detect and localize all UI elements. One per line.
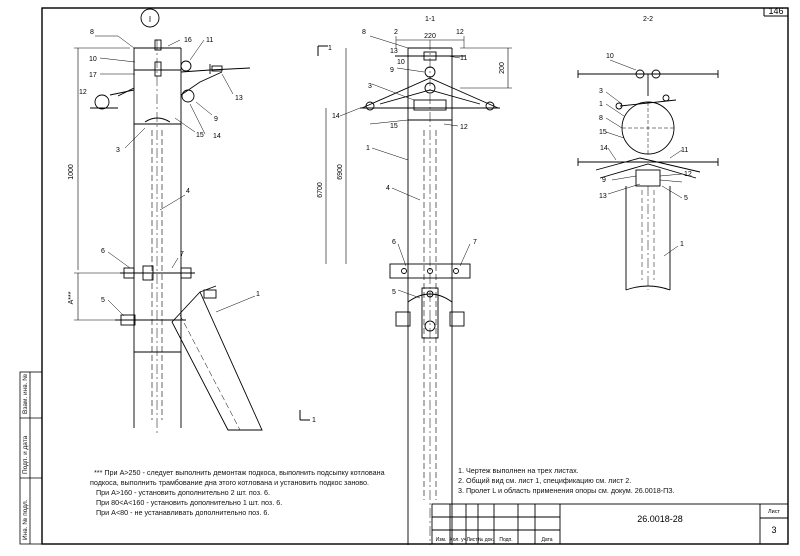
cut-mark-bottom: 1 — [312, 417, 316, 424]
col-data: Дата — [541, 537, 552, 543]
title-block — [431, 503, 789, 545]
stamp-podp-label: Подп. и дата — [22, 435, 29, 474]
v2-label: 8 — [362, 29, 366, 36]
v1-label: 13 — [235, 95, 243, 102]
dim-6700: 6700 — [317, 182, 324, 198]
view-2-labels: 8 2 12 13 11 9 3 10 14 15 12 1 4 6 7 5 — [332, 29, 477, 296]
v1-label: 17 — [89, 72, 97, 79]
note-line: При А>160 - установить дополнительно 2 ш… — [96, 488, 271, 497]
v3-label: 11 — [681, 147, 688, 154]
side-stamp — [19, 371, 43, 545]
v2-label: 6 — [392, 239, 396, 246]
v1-label: 10 — [89, 56, 97, 63]
section-title-1-1: 1-1 — [425, 16, 435, 23]
v1-label: 15 — [196, 132, 204, 139]
sheet-corner-number: 146 — [768, 6, 783, 16]
v1-label: 9 — [214, 116, 218, 123]
v2-label: 12 — [456, 29, 464, 36]
right-notes: 1. Чертеж выполнен на трех листах. 2. Об… — [458, 466, 675, 496]
stamp-inv-label: Инв. № подл. — [22, 499, 29, 541]
v3-label: 1 — [599, 101, 603, 108]
v1-label: 1 — [256, 291, 260, 298]
v1-label: 7 — [180, 251, 184, 258]
section-title-2-2: 2-2 — [643, 16, 653, 23]
view-3 — [577, 59, 719, 291]
v1-label: 11 — [206, 37, 213, 44]
note-line: При А<80 - не устанавливать дополнительн… — [96, 508, 270, 517]
title-block-columns: Изм. Кол. уч Лист № док. Подп. Дата — [436, 537, 553, 543]
dim-6900: 6900 — [337, 164, 344, 180]
col-list: Лист — [467, 537, 479, 543]
sheet-number: 3 — [771, 525, 776, 535]
v2-label: 9 — [390, 67, 394, 74]
sheet-frame — [41, 7, 789, 545]
v3-label: 5 — [684, 195, 688, 202]
view-1 — [74, 8, 263, 436]
note-line: подкоса, выполнить трамбование дна этого… — [90, 478, 370, 487]
sheet-label: Лист — [768, 509, 780, 515]
v2-label: 7 — [473, 239, 477, 246]
v3-label: 12 — [684, 171, 692, 178]
v2-label: 2 — [394, 29, 398, 36]
v2-label: 14 — [332, 113, 340, 120]
note-line: При 80<А<160 - установить дополнительно … — [96, 498, 283, 507]
v2-label: 3 — [368, 83, 372, 90]
v1-label: 16 — [184, 37, 192, 44]
cut-marks — [299, 45, 328, 421]
col-doc: № док. — [478, 537, 494, 543]
v3-label: 10 — [606, 53, 614, 60]
v2-label: 10 — [397, 59, 405, 66]
v3-label: 13 — [599, 193, 607, 200]
v2-label: 4 — [386, 185, 390, 192]
col-izm: Изм. — [436, 537, 447, 543]
v3-label: 3 — [599, 88, 603, 95]
v3-label: 1 — [680, 241, 684, 248]
view-marker: I — [149, 15, 151, 24]
note-line: 3. Пролет L и область применения опоры с… — [458, 486, 675, 495]
v3-label: 14 — [600, 145, 608, 152]
v1-label: 8 — [90, 29, 94, 36]
col-podp: Подп. — [499, 537, 512, 543]
v2-label: 11 — [460, 55, 467, 62]
doc-code: 26.0018-28 — [637, 514, 683, 524]
v3-label: 8 — [599, 115, 603, 122]
v1-label: 12 — [79, 89, 87, 96]
v2-label: 1 — [366, 145, 370, 152]
left-notes: *** При А>250 - следует выполнить демонт… — [90, 468, 385, 518]
col-kol: Кол. уч — [450, 537, 467, 543]
v3-label: 9 — [602, 177, 606, 184]
v1-label: 3 — [116, 147, 120, 154]
view-2 — [325, 35, 512, 545]
v2-label: 15 — [390, 123, 398, 130]
view-3-labels: 10 3 1 8 15 14 9 13 11 12 5 1 — [599, 53, 692, 248]
dim-200: 200 — [499, 62, 506, 74]
v2-label: 12 — [460, 124, 468, 131]
dim-220: 220 — [424, 33, 436, 40]
v1-label: 14 — [213, 133, 221, 140]
cut-mark-top: 1 — [328, 45, 332, 52]
note-line: 1. Чертеж выполнен на трех листах. — [458, 466, 579, 475]
note-line: *** При А>250 - следует выполнить демонт… — [94, 468, 385, 477]
dim-a: A*** — [68, 291, 75, 304]
v3-label: 15 — [599, 129, 607, 136]
v1-label: 4 — [186, 188, 190, 195]
note-line: 2. Общий вид см. лист 1, спецификацию см… — [458, 476, 632, 485]
v1-label: 6 — [101, 248, 105, 255]
v1-label: 5 — [101, 297, 105, 304]
v2-label: 5 — [392, 289, 396, 296]
dim-1000: 1000 — [68, 164, 75, 180]
stamp-vzam-label: Взам. инв. № — [22, 373, 29, 414]
view-1-labels: 8 16 11 10 17 12 13 9 15 14 3 4 6 7 5 1 — [79, 29, 260, 304]
v2-label: 13 — [390, 48, 398, 55]
